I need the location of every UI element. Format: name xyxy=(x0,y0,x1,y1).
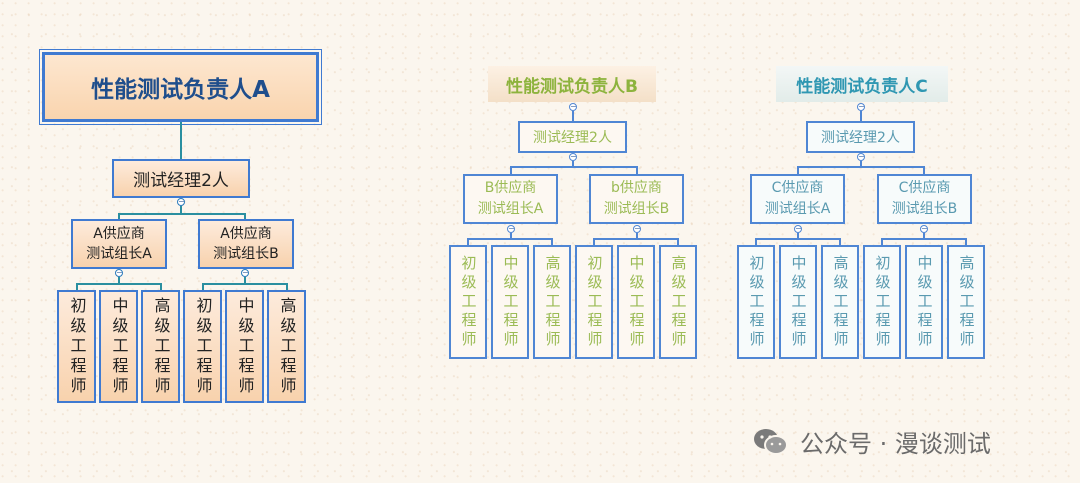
tree-c-lead-2[interactable]: C供应商测试组长B xyxy=(877,174,972,224)
collapse-toggle-icon[interactable]: − xyxy=(857,102,865,111)
collapse-toggle-icon[interactable]: − xyxy=(857,152,865,161)
tree-a-engineer[interactable]: 初级工程师 xyxy=(183,290,222,403)
connector xyxy=(755,238,841,240)
collapse-toggle-icon[interactable]: − xyxy=(569,102,577,111)
connector xyxy=(636,233,638,239)
collapse-toggle-icon[interactable]: − xyxy=(633,224,641,233)
connector xyxy=(202,283,288,285)
connector xyxy=(593,238,679,240)
collapse-toggle-icon[interactable]: − xyxy=(507,224,515,233)
connector xyxy=(510,166,637,168)
collapse-toggle-icon[interactable]: − xyxy=(569,152,577,161)
connector xyxy=(860,111,862,122)
collapse-toggle-icon[interactable]: − xyxy=(115,268,123,277)
tree-a-manager[interactable]: 测试经理2人 xyxy=(112,159,250,198)
tree-b-engineer[interactable]: 中级工程师 xyxy=(491,245,529,359)
connector xyxy=(881,238,883,246)
connector xyxy=(593,238,595,246)
connector xyxy=(160,283,162,291)
connector xyxy=(118,213,245,215)
connector xyxy=(636,166,638,174)
tree-c-engineer[interactable]: 中级工程师 xyxy=(779,245,817,359)
tree-a-root[interactable]: 性能测试负责人A xyxy=(39,49,322,125)
connector xyxy=(923,233,925,239)
connector xyxy=(965,238,967,246)
tree-c-engineer[interactable]: 初级工程师 xyxy=(737,245,775,359)
connector xyxy=(797,166,799,174)
connector xyxy=(860,161,862,167)
connector xyxy=(202,283,204,291)
connector xyxy=(286,283,288,291)
connector xyxy=(118,277,120,284)
connector xyxy=(839,238,841,246)
tree-c-engineer[interactable]: 高级工程师 xyxy=(821,245,859,359)
tree-b-engineer[interactable]: 高级工程师 xyxy=(659,245,697,359)
tree-a-engineer[interactable]: 高级工程师 xyxy=(141,290,180,403)
connector xyxy=(244,277,246,284)
tree-b-engineer[interactable]: 高级工程师 xyxy=(533,245,571,359)
connector xyxy=(180,122,182,160)
connector xyxy=(923,166,925,174)
collapse-toggle-icon[interactable]: − xyxy=(920,224,928,233)
connector xyxy=(510,233,512,239)
tree-b-engineer[interactable]: 初级工程师 xyxy=(449,245,487,359)
tree-a-engineer[interactable]: 中级工程师 xyxy=(225,290,264,403)
tree-c-engineer[interactable]: 高级工程师 xyxy=(947,245,985,359)
tree-b-manager[interactable]: 测试经理2人 xyxy=(518,121,627,153)
connector xyxy=(572,161,574,167)
tree-c-manager[interactable]: 测试经理2人 xyxy=(806,121,915,153)
collapse-toggle-icon[interactable]: − xyxy=(794,224,802,233)
tree-c-lead-1[interactable]: C供应商测试组长A xyxy=(750,174,845,224)
tree-a-lead-1[interactable]: A供应商测试组长A xyxy=(71,219,167,269)
collapse-toggle-icon[interactable]: − xyxy=(241,268,249,277)
connector xyxy=(76,283,78,291)
connector xyxy=(755,238,757,246)
connector xyxy=(881,238,967,240)
tree-a-lead-2[interactable]: A供应商测试组长B xyxy=(198,219,294,269)
wechat-icon xyxy=(754,428,788,455)
tree-c-engineer[interactable]: 初级工程师 xyxy=(863,245,901,359)
connector xyxy=(244,213,246,219)
watermark-text: 公众号 · 漫谈测试 xyxy=(800,430,991,458)
connector xyxy=(677,238,679,246)
connector xyxy=(467,238,469,246)
tree-a-engineer[interactable]: 初级工程师 xyxy=(57,290,96,403)
collapse-toggle-icon[interactable]: − xyxy=(177,197,185,206)
tree-b-lead-1[interactable]: B供应商测试组长A xyxy=(463,174,558,224)
tree-a-engineer[interactable]: 高级工程师 xyxy=(267,290,306,403)
tree-c-engineer[interactable]: 中级工程师 xyxy=(905,245,943,359)
tree-b-engineer[interactable]: 初级工程师 xyxy=(575,245,613,359)
watermark: 公众号 · 漫谈测试 xyxy=(752,424,991,459)
tree-b-root[interactable]: 性能测试负责人B xyxy=(488,66,656,102)
connector xyxy=(467,238,553,240)
tree-b-lead-2[interactable]: b供应商测试组长B xyxy=(589,174,684,224)
connector xyxy=(572,111,574,122)
connector xyxy=(797,233,799,239)
connector xyxy=(797,166,925,168)
tree-b-engineer[interactable]: 中级工程师 xyxy=(617,245,655,359)
connector xyxy=(118,213,120,219)
connector xyxy=(180,206,182,214)
connector xyxy=(551,238,553,246)
connector xyxy=(76,283,162,285)
connector xyxy=(510,166,512,174)
tree-c-root[interactable]: 性能测试负责人C xyxy=(776,66,948,102)
tree-a-engineer[interactable]: 中级工程师 xyxy=(99,290,138,403)
